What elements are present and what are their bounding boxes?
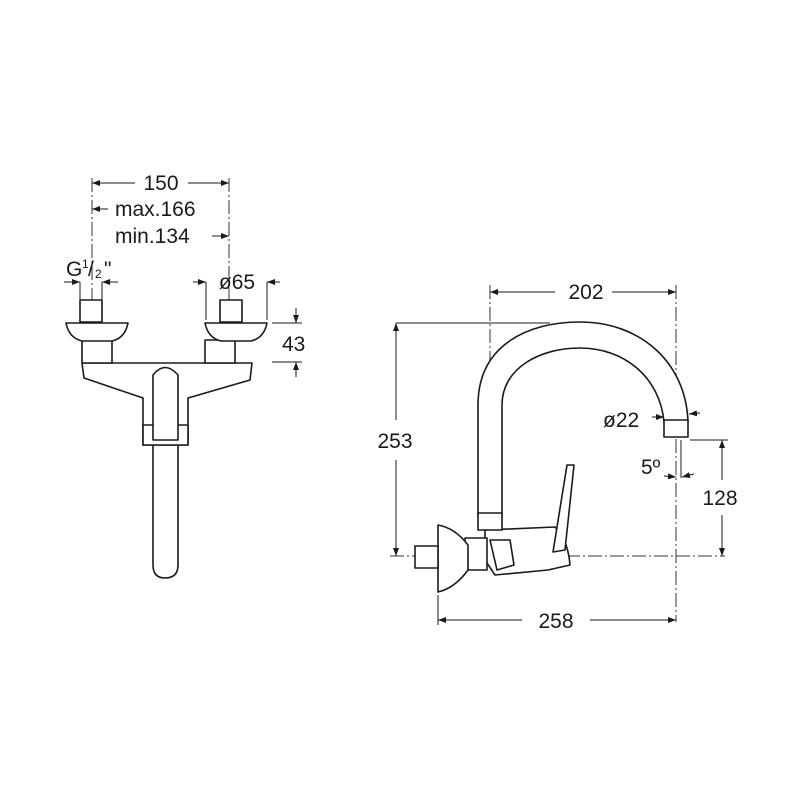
side-view: 202 253 128 258 ø22 5º [377, 281, 737, 633]
dimension-depth: 258 [538, 610, 573, 633]
hex-nut-left [81, 339, 113, 364]
thread-suffix: " [104, 258, 111, 281]
dimension-max: max.166 [115, 198, 196, 221]
thread-prefix: G [66, 258, 82, 281]
body-cutout [489, 539, 515, 571]
thread-label: G 1 / 2 " [66, 257, 111, 281]
spout-neck [152, 366, 179, 441]
thread-denominator: 2 [95, 267, 102, 281]
spout-angle: 5º [641, 456, 661, 479]
dimension-outlet-height: 128 [702, 487, 737, 510]
hex-nut-right [204, 339, 236, 364]
lever-handle [552, 464, 575, 553]
thread-numerator: 1 [82, 257, 89, 271]
dimension-reach: 202 [568, 281, 603, 304]
thread-slash: / [88, 258, 94, 281]
escutcheon-diameter: ø65 [219, 271, 255, 294]
spout-diameter: ø22 [603, 409, 639, 432]
dimension-min: min.134 [115, 225, 190, 248]
spout-side [477, 321, 689, 516]
spout-outlet [663, 419, 689, 438]
escutcheon-right [204, 322, 268, 342]
escutcheon-left [65, 322, 129, 342]
front-view: 150 max.166 min.134 G 1 / 2 " ø65 43 [64, 172, 305, 579]
thread-right [219, 299, 243, 323]
dimension-height: 253 [377, 430, 412, 453]
dimension-spacing: 150 [143, 172, 178, 195]
thread-left [79, 299, 103, 323]
escutcheon-side [437, 524, 469, 593]
escutcheon-height: 43 [282, 333, 305, 356]
thread-side [414, 545, 439, 569]
spout-nut [477, 512, 503, 531]
